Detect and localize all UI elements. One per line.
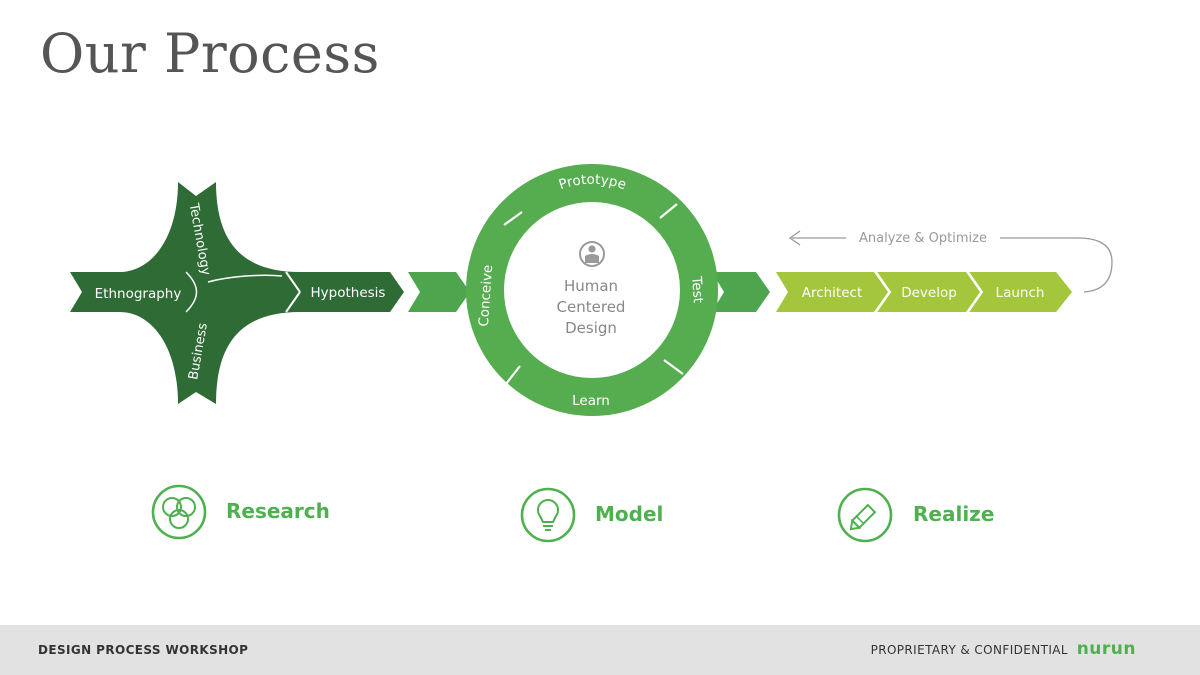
- realize-arrows: Architect Develop Launch Analyze & Optim…: [776, 230, 1113, 313]
- chevron-seam: [285, 291, 301, 313]
- phase-model: Model: [577, 502, 663, 526]
- phase-label-research: Research: [226, 499, 330, 523]
- phase-realize: Realize: [895, 502, 994, 526]
- chevron-seam: [285, 271, 301, 293]
- ring-divider: [659, 203, 678, 219]
- connector-chevron-right: [712, 272, 770, 312]
- research-arrows: Ethnography Hypothesis Technology Busine…: [70, 182, 404, 404]
- phase-label-model: Model: [595, 502, 664, 526]
- ring-divider: [663, 359, 684, 375]
- center-label-line2: Centered: [557, 298, 626, 316]
- develop-label: Develop: [901, 285, 957, 301]
- prototype-label: Prototype: [557, 172, 628, 194]
- hypothesis-label: Hypothesis: [311, 285, 386, 301]
- architect-label: Architect: [802, 285, 863, 301]
- phase-research: Research: [208, 499, 330, 523]
- connector-chevron-left: [408, 272, 470, 312]
- ring-divider: [505, 365, 521, 385]
- process-diagram: Ethnography Hypothesis Technology Busine…: [70, 164, 1113, 543]
- chevron-seam: [875, 271, 892, 313]
- footer-workshop-title: DESIGN PROCESS WORKSHOP: [38, 643, 249, 657]
- cycle-ring: [466, 164, 718, 416]
- venn-icon: [151, 484, 207, 540]
- ethnography-arrow: [70, 272, 300, 312]
- footer-bar: DESIGN PROCESS WORKSHOP PROPRIETARY & CO…: [0, 625, 1200, 675]
- prototype-text: Prototype: [557, 172, 628, 194]
- chevron-seam: [967, 271, 984, 313]
- optimize-loop-line: [1000, 237, 1113, 293]
- test-label: Test: [688, 275, 706, 304]
- launch-label: Launch: [996, 285, 1045, 301]
- ring-divider: [503, 211, 523, 226]
- pencil-icon: [837, 487, 893, 543]
- crossing-seam: [207, 274, 283, 283]
- page-title: Our Process: [40, 22, 380, 85]
- center-label-line3: Design: [565, 319, 617, 337]
- design-cycle: Prototype Learn Conceive Test Human Cent…: [466, 164, 718, 416]
- ethnography-label: Ethnography: [95, 286, 182, 302]
- launch-arrow: [968, 272, 1072, 312]
- arrow-left-icon: [788, 230, 801, 246]
- analyze-optimize-label: Analyze & Optimize: [859, 231, 987, 246]
- nurun-logo: nurun: [1076, 639, 1136, 659]
- develop-arrow: [876, 272, 980, 312]
- phase-label-realize: Realize: [913, 502, 995, 526]
- center-label-line1: Human: [564, 277, 618, 295]
- person-icon: [579, 241, 605, 267]
- footer-confidential: PROPRIETARY & CONFIDENTIAL: [870, 643, 1068, 657]
- conceive-label: Conceive: [476, 264, 496, 327]
- learn-label: Learn: [572, 393, 610, 409]
- lightbulb-icon: [520, 487, 576, 543]
- crossing-seam: [185, 271, 198, 313]
- hypothesis-arrow: [286, 272, 404, 312]
- architect-arrow: [776, 272, 888, 312]
